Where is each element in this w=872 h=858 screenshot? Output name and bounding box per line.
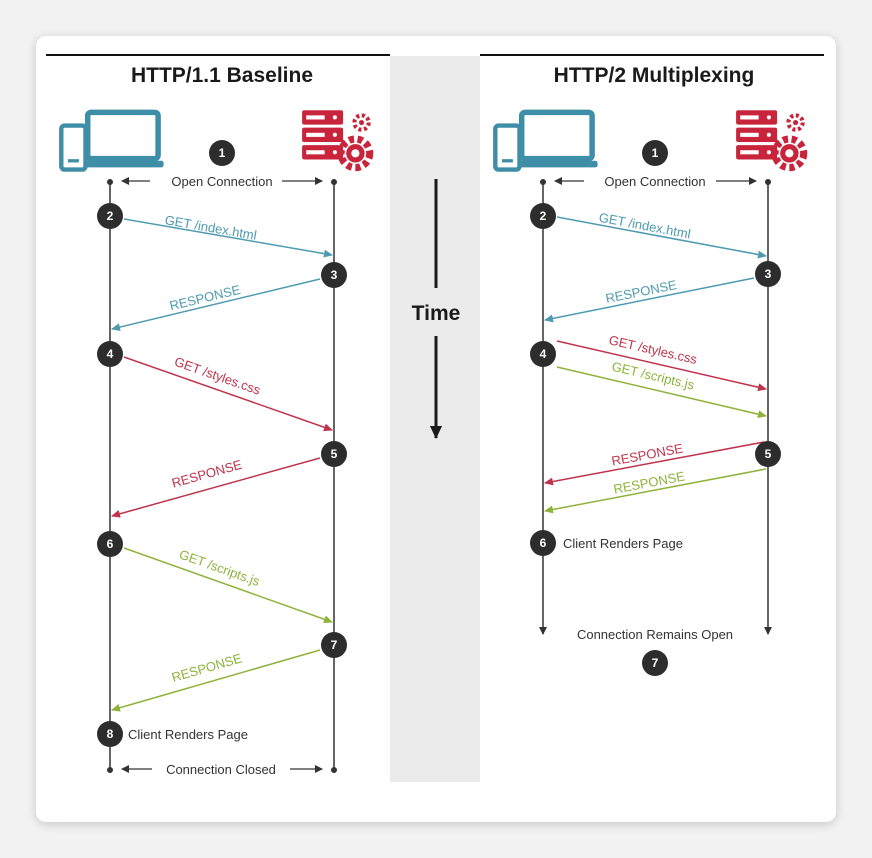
- left-step-number: 3: [331, 268, 338, 282]
- left-server-gear-icon: [302, 110, 370, 167]
- left-msg-response-1-label: RESPONSE: [168, 282, 242, 314]
- left-msg-get-styles-label: GET /styles.css: [173, 354, 263, 398]
- left-msg-response-1-arrow: [111, 278, 321, 332]
- right-open-connection-label: Open Connection: [604, 174, 705, 189]
- right-step-marker-3: 3: [755, 261, 781, 287]
- time-label: Time: [412, 302, 461, 325]
- left-client-top-dot: [107, 179, 113, 185]
- right-step-marker-2: 2: [530, 203, 556, 229]
- right-step-marker-6: 6: [530, 530, 556, 556]
- right-msg-get-styles-arrow: [556, 340, 767, 392]
- right-msg-response-2-arrow: [544, 441, 765, 486]
- left-panel-title: HTTP/1.1 Baseline: [131, 64, 313, 87]
- left-server-top-dot: [331, 179, 337, 185]
- right-panel-title: HTTP/2 Multiplexing: [554, 64, 755, 87]
- right-step-number: 5: [765, 447, 772, 461]
- diagram-card: Time HTTP/1.1 Baseline Open Connection G…: [36, 36, 836, 822]
- right-msg-response-3-label: RESPONSE: [612, 468, 686, 496]
- left-step-number: 5: [331, 447, 338, 461]
- left-open-connection-label: Open Connection: [171, 174, 272, 189]
- left-connection-closed-label: Connection Closed: [166, 762, 276, 777]
- left-step-number: 6: [107, 537, 114, 551]
- left-step-number: 7: [331, 638, 338, 652]
- right-client-laptop-phone-icon: [495, 112, 597, 169]
- left-msg-response-3-arrow: [111, 649, 321, 712]
- left-msg-response-2-label: RESPONSE: [170, 457, 244, 491]
- left-client-renders-label: Client Renders Page: [128, 727, 248, 742]
- right-step-number: 1: [652, 146, 659, 160]
- right-server-gear-icon: [736, 110, 804, 167]
- left-step-number: 2: [107, 209, 114, 223]
- right-step-marker-4: 4: [530, 341, 556, 367]
- right-client-top-dot: [540, 179, 546, 185]
- right-step-marker-5: 5: [755, 441, 781, 467]
- left-step-marker-8: 8: [97, 721, 123, 747]
- right-msg-response-1-arrow: [544, 277, 755, 323]
- left-msg-response-3-label: RESPONSE: [170, 650, 244, 684]
- left-msg-get-index-arrow: [123, 218, 333, 258]
- left-step-number: 4: [107, 347, 114, 361]
- right-step-number: 7: [652, 656, 659, 670]
- left-step-marker-7: 7: [321, 632, 347, 658]
- left-client-laptop-phone-icon: [61, 112, 163, 169]
- left-panel: HTTP/1.1 Baseline Open Connection GET /i…: [61, 64, 369, 777]
- left-server-bottom-dot: [331, 767, 337, 773]
- http-comparison-diagram: Time HTTP/1.1 Baseline Open Connection G…: [46, 54, 824, 782]
- right-panel: HTTP/2 Multiplexing Open Connection GET …: [495, 64, 803, 676]
- right-msg-response-3-arrow: [544, 468, 767, 514]
- left-step-marker-5: 5: [321, 441, 347, 467]
- right-msg-get-index-label: GET /index.html: [598, 210, 692, 242]
- right-connection-remains-label: Connection Remains Open: [577, 627, 733, 642]
- left-msg-get-scripts-arrow: [123, 547, 333, 624]
- left-step-marker-1: 1: [209, 140, 235, 166]
- right-msg-get-index-arrow: [556, 216, 767, 259]
- right-step-marker-7: 7: [642, 650, 668, 676]
- left-step-marker-2: 2: [97, 203, 123, 229]
- left-step-number: 1: [219, 146, 226, 160]
- left-msg-response-2-arrow: [111, 457, 321, 518]
- right-step-marker-1: 1: [642, 140, 668, 166]
- left-msg-get-index-label: GET /index.html: [164, 212, 258, 243]
- left-client-bottom-dot: [107, 767, 113, 773]
- right-step-number: 4: [540, 347, 547, 361]
- left-step-marker-4: 4: [97, 341, 123, 367]
- left-step-number: 8: [107, 727, 114, 741]
- left-msg-get-styles-arrow: [123, 356, 333, 432]
- right-server-top-dot: [765, 179, 771, 185]
- right-msg-get-scripts-arrow: [556, 366, 767, 419]
- right-step-number: 6: [540, 536, 547, 550]
- right-msg-response-1-label: RESPONSE: [604, 277, 678, 306]
- left-step-marker-3: 3: [321, 262, 347, 288]
- right-step-number: 2: [540, 209, 547, 223]
- left-step-marker-6: 6: [97, 531, 123, 557]
- right-step-number: 3: [765, 267, 772, 281]
- right-client-renders-label: Client Renders Page: [563, 536, 683, 551]
